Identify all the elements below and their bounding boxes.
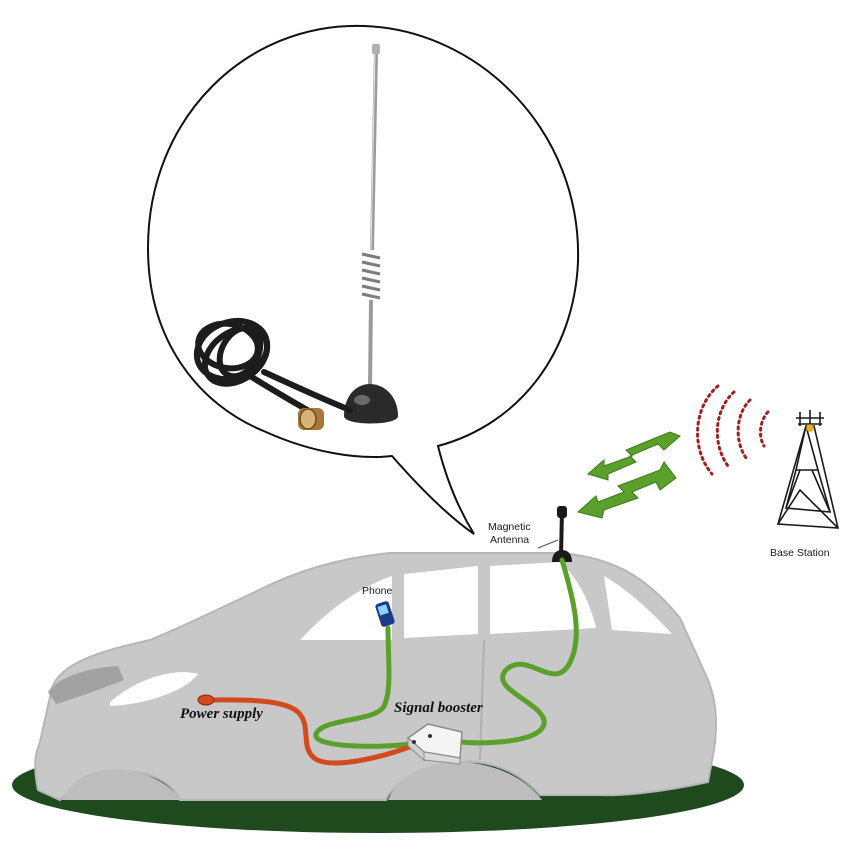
- antenna-connector-face: [300, 409, 316, 429]
- base-station-tower-icon: [778, 410, 838, 528]
- antenna-base-highlight: [354, 395, 370, 405]
- signal-booster-label: Signal booster: [394, 700, 483, 716]
- antenna-label-pointer: [538, 540, 558, 548]
- antenna-tip: [372, 44, 380, 54]
- antenna-whip-lower: [370, 300, 371, 388]
- power-supply-label: Power supply: [180, 706, 263, 722]
- radio-wave-icon: [698, 386, 768, 474]
- magnetic-antenna-icon: [552, 506, 572, 562]
- power-plug: [198, 695, 214, 705]
- magnetic-antenna-label-line1: Magnetic: [488, 521, 531, 533]
- magnetic-antenna-label-line2: Antenna: [490, 534, 529, 546]
- front-side-window: [404, 566, 478, 638]
- speech-bubble: [148, 26, 578, 534]
- phone-label: Phone: [362, 585, 393, 597]
- base-station-label: Base Station: [770, 547, 830, 559]
